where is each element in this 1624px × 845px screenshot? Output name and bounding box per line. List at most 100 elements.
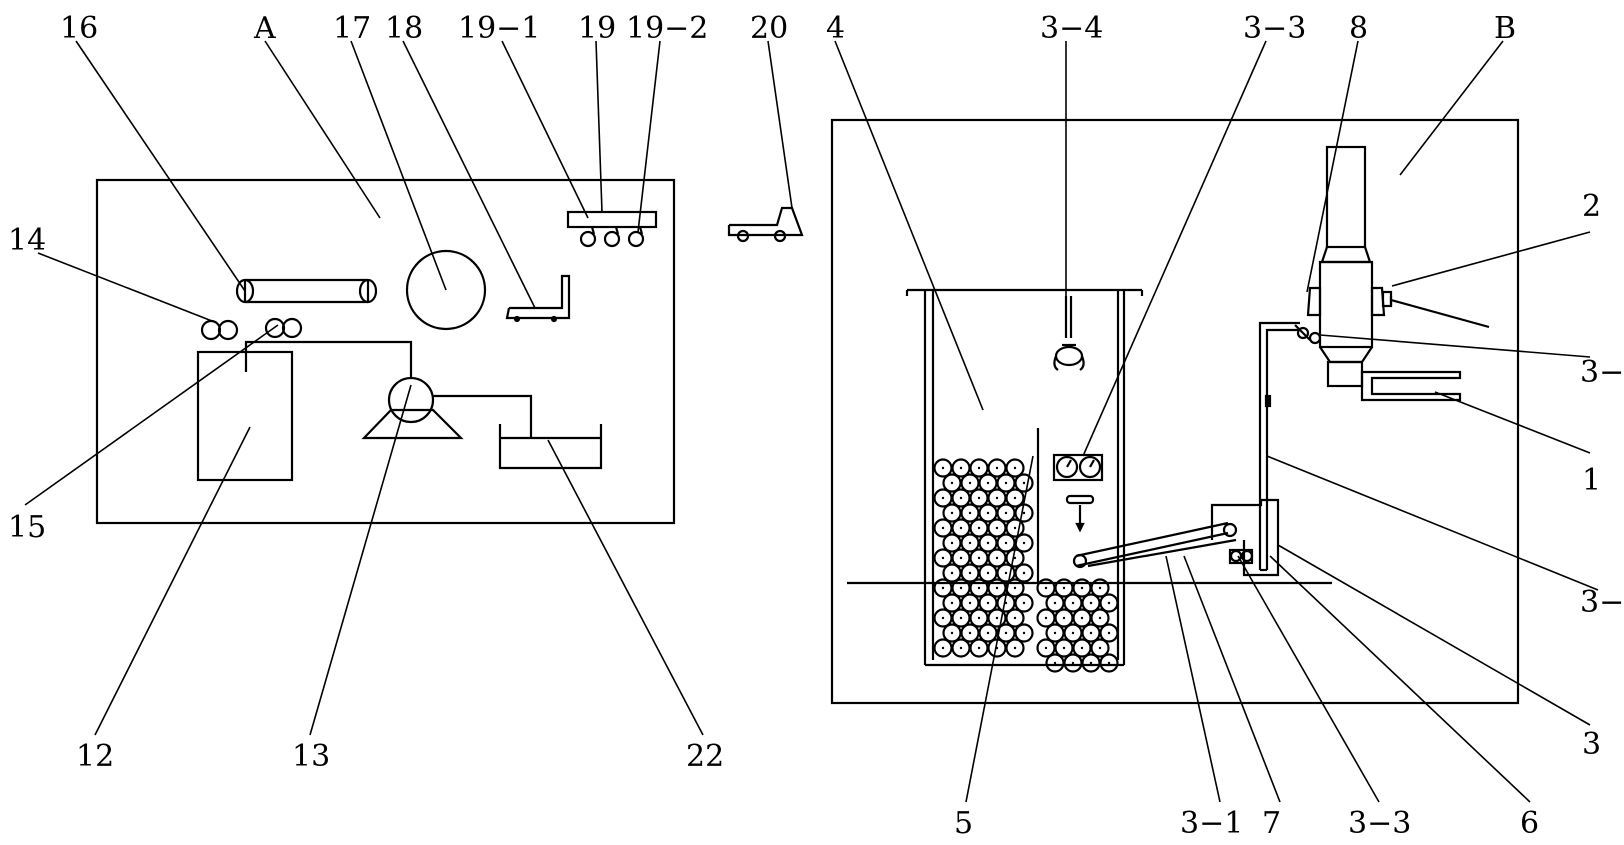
log [1005, 488, 1025, 508]
log-core [968, 571, 972, 575]
log-core [986, 601, 990, 605]
log-core [1098, 616, 1102, 620]
log [1014, 623, 1034, 643]
log-core [1107, 601, 1111, 605]
log-core [950, 571, 954, 575]
log-core [995, 466, 999, 470]
log-core [959, 466, 963, 470]
log-core [977, 586, 981, 590]
gauge-3-3 [1052, 453, 1104, 533]
log-core [1022, 571, 1026, 575]
log-core [995, 556, 999, 560]
log-core [1013, 496, 1017, 500]
log [1014, 473, 1034, 493]
label-12: 12 [76, 739, 114, 774]
log-core [1004, 631, 1008, 635]
labels: 16 A 17 18 19−1 19 19−2 20 14 15 12 13 2… [8, 11, 1624, 841]
log-core [1013, 556, 1017, 560]
pipe-13-22 [433, 394, 533, 438]
log-core [1098, 646, 1102, 650]
log-core [959, 526, 963, 530]
log-core [1053, 601, 1057, 605]
log-core [950, 541, 954, 545]
label-19-1: 19−1 [458, 11, 540, 46]
log-core [959, 646, 963, 650]
label-1: 1 [1582, 463, 1601, 498]
log [1014, 593, 1034, 613]
label-13: 13 [292, 739, 330, 774]
log-core [1004, 511, 1008, 515]
log [1005, 608, 1025, 628]
leader-lines [24, 40, 1599, 803]
label-14: 14 [8, 223, 46, 258]
log-core [1062, 616, 1066, 620]
log-core [941, 616, 945, 620]
log-core [959, 496, 963, 500]
panel-b-frame [830, 118, 1520, 705]
lift-3-2 [1258, 321, 1322, 572]
label-16: 16 [60, 11, 98, 46]
tank-17 [405, 249, 487, 331]
log-core [977, 526, 981, 530]
inclined-conveyor-3-1 [1072, 521, 1238, 569]
label-3-3-bottom: 3−3 [1348, 806, 1411, 840]
label-20: 20 [750, 11, 788, 46]
log-core [977, 616, 981, 620]
log [1099, 623, 1119, 643]
panel-b [830, 118, 1520, 705]
pump-13 [361, 376, 464, 440]
label-3-4: 3−4 [1040, 11, 1103, 46]
log-core [1022, 601, 1026, 605]
pipe-12-13 [244, 340, 413, 378]
log-core [959, 586, 963, 590]
label-3-3-top: 3−3 [1243, 11, 1306, 46]
log [1090, 638, 1110, 658]
label-8: 8 [1349, 11, 1368, 46]
log-core [950, 511, 954, 515]
label-b: B [1494, 11, 1516, 46]
label-5: 5 [954, 806, 973, 840]
label-6: 6 [1520, 806, 1539, 840]
log-core [959, 616, 963, 620]
log [1005, 518, 1025, 538]
log-core [1062, 646, 1066, 650]
label-7: 7 [1262, 806, 1281, 840]
log-core [941, 526, 945, 530]
log-core [1080, 586, 1084, 590]
roller-14a [200, 319, 222, 341]
log [1099, 593, 1119, 613]
log-core [1089, 601, 1093, 605]
log-core [950, 601, 954, 605]
log [1014, 563, 1034, 583]
log-core [1004, 541, 1008, 545]
log [1090, 608, 1110, 628]
log-pile-5 [933, 458, 1119, 673]
label-19-2: 19−2 [626, 11, 708, 46]
log-core [1107, 661, 1111, 665]
log-core [968, 511, 972, 515]
label-15: 15 [8, 510, 46, 545]
log-core [968, 601, 972, 605]
log-core [986, 571, 990, 575]
log-core [1053, 661, 1057, 665]
log-core [941, 466, 945, 470]
log-core [995, 496, 999, 500]
log-core [941, 556, 945, 560]
log-core [1071, 631, 1075, 635]
log-core [959, 556, 963, 560]
log-core [1071, 661, 1075, 665]
label-22: 22 [686, 739, 724, 774]
log-core [941, 646, 945, 650]
label-2: 2 [1582, 189, 1601, 224]
log-core [968, 541, 972, 545]
log-core [968, 481, 972, 485]
log-core [1098, 586, 1102, 590]
log-core [1004, 481, 1008, 485]
log-core [977, 556, 981, 560]
log [1090, 578, 1110, 598]
label-19: 19 [578, 11, 616, 46]
log-core [986, 541, 990, 545]
panel-a [95, 178, 676, 525]
vehicle-20 [727, 206, 804, 243]
log-core [1022, 631, 1026, 635]
